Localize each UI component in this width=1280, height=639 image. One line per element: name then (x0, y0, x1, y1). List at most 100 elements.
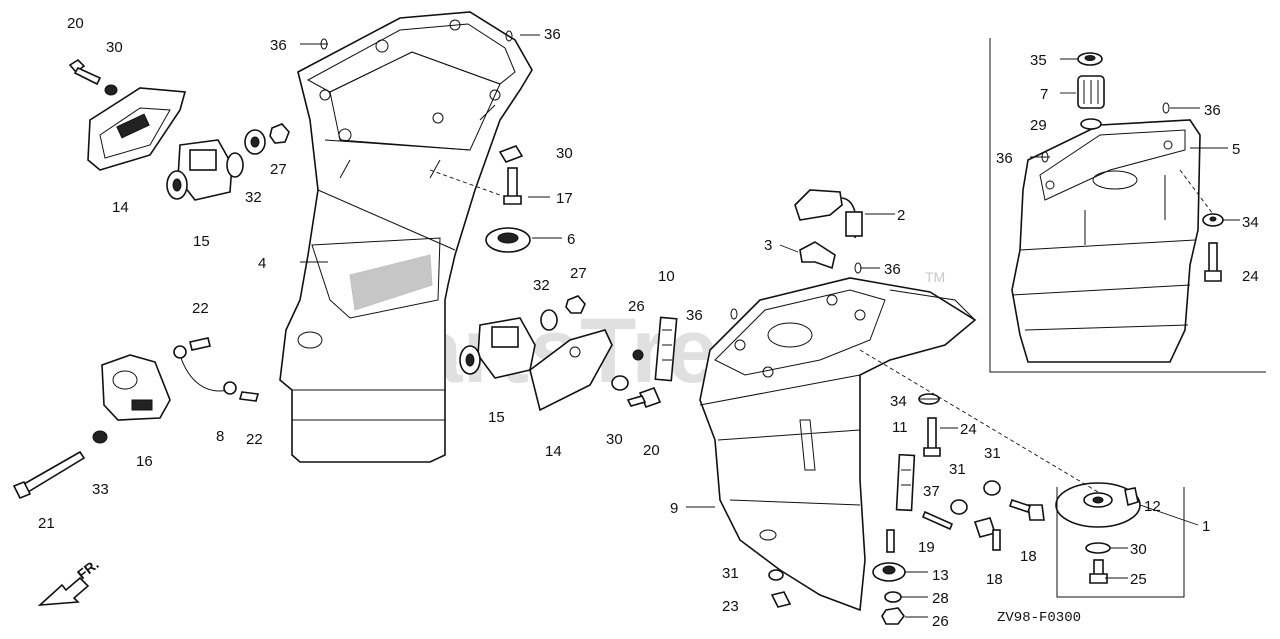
callout-32[interactable]: 32 (245, 189, 262, 206)
callout-17[interactable]: 17 (556, 190, 573, 207)
callout-13[interactable]: 13 (932, 567, 949, 584)
bolt-22-a[interactable] (189, 337, 211, 351)
speedometer-pickup-2[interactable] (794, 189, 863, 239)
callout-30[interactable]: 30 (106, 39, 123, 56)
bolt-24-right[interactable] (1204, 242, 1222, 282)
callout-30[interactable]: 30 (606, 431, 623, 448)
washer-34-right[interactable] (1202, 213, 1224, 227)
pin-36-d[interactable] (730, 308, 738, 320)
callout-26[interactable]: 26 (932, 613, 949, 630)
mount-cover-16[interactable] (101, 354, 171, 421)
washer-31-a[interactable] (950, 499, 968, 515)
callout-24[interactable]: 24 (960, 421, 977, 438)
callout-36[interactable]: 36 (884, 261, 901, 278)
washer-33[interactable] (92, 430, 108, 444)
bolt-20-mid[interactable] (626, 386, 662, 409)
callout-25[interactable]: 25 (1130, 571, 1147, 588)
extension-case[interactable] (279, 11, 533, 463)
callout-10[interactable]: 10 (658, 268, 675, 285)
bolt-23[interactable] (770, 591, 792, 608)
callout-15[interactable]: 15 (488, 409, 505, 426)
callout-27[interactable]: 27 (270, 161, 287, 178)
callout-33[interactable]: 33 (92, 481, 109, 498)
washer-29[interactable] (1080, 118, 1102, 130)
callout-18[interactable]: 18 (986, 571, 1003, 588)
washer-30-bottom[interactable] (1085, 542, 1111, 554)
callout-9[interactable]: 9 (670, 500, 678, 517)
callout-23[interactable]: 23 (722, 598, 739, 615)
mount-15-top[interactable] (166, 139, 244, 201)
water-screen-13[interactable] (872, 562, 906, 582)
bracket-14-top[interactable] (87, 87, 187, 171)
washer-30-top[interactable] (104, 84, 118, 96)
callout-37[interactable]: 37 (923, 483, 940, 500)
rubber-10[interactable] (654, 316, 678, 382)
callout-36[interactable]: 36 (1204, 102, 1221, 119)
callout-30[interactable]: 30 (1130, 541, 1147, 558)
upper-cover-5[interactable] (1011, 119, 1201, 363)
bolt-20-top[interactable] (68, 58, 102, 86)
nut-27-top[interactable] (269, 123, 290, 144)
washer-31-c[interactable] (768, 569, 784, 581)
callout-18[interactable]: 18 (1020, 548, 1037, 565)
callout-22[interactable]: 22 (246, 431, 263, 448)
nut-35[interactable] (1077, 52, 1103, 66)
callout-36[interactable]: 36 (544, 26, 561, 43)
bolt-24-mid[interactable] (923, 417, 941, 457)
washer-26-mid[interactable] (632, 349, 644, 361)
callout-34[interactable]: 34 (1242, 214, 1259, 231)
bolt-18-b[interactable] (1008, 498, 1045, 521)
bolt-18-a[interactable] (973, 517, 1001, 551)
callout-36[interactable]: 36 (270, 37, 287, 54)
callout-4[interactable]: 4 (258, 255, 266, 272)
bracket-14-mid[interactable] (529, 329, 613, 412)
callout-20[interactable]: 20 (67, 15, 84, 32)
callout-2[interactable]: 2 (897, 207, 905, 224)
callout-31[interactable]: 31 (984, 445, 1001, 462)
callout-22[interactable]: 22 (192, 300, 209, 317)
nut-26-bottom[interactable] (881, 607, 905, 625)
callout-29[interactable]: 29 (1030, 117, 1047, 134)
callout-6[interactable]: 6 (567, 231, 575, 248)
bolt-19[interactable] (921, 510, 954, 531)
callout-7[interactable]: 7 (1040, 86, 1048, 103)
callout-8[interactable]: 8 (216, 428, 224, 445)
callout-14[interactable]: 14 (112, 199, 129, 216)
callout-32[interactable]: 32 (533, 277, 550, 294)
callout-11[interactable]: 11 (892, 419, 908, 436)
callout-31[interactable]: 31 (722, 565, 739, 582)
ground-wire-8[interactable] (173, 345, 237, 395)
stud-37[interactable] (886, 529, 895, 553)
callout-36[interactable]: 36 (686, 307, 703, 324)
callout-5[interactable]: 5 (1232, 141, 1240, 158)
washer-30-mid[interactable] (611, 375, 629, 391)
bolt-17[interactable] (503, 167, 522, 205)
callout-24[interactable]: 24 (1242, 268, 1259, 285)
callout-12[interactable]: 12 (1144, 498, 1161, 515)
grommet-30-mid[interactable] (498, 145, 524, 163)
bolt-22-b[interactable] (238, 391, 260, 402)
callout-21[interactable]: 21 (38, 515, 55, 532)
callout-3[interactable]: 3 (764, 237, 772, 254)
grommet-6[interactable] (485, 227, 531, 253)
callout-36[interactable]: 36 (996, 150, 1013, 167)
callout-31[interactable]: 31 (949, 461, 966, 478)
washer-28[interactable] (884, 591, 902, 603)
pickup-bracket-3[interactable] (799, 241, 836, 270)
gear-case[interactable] (699, 277, 977, 612)
callout-14[interactable]: 14 (545, 443, 562, 460)
callout-19[interactable]: 19 (918, 539, 935, 556)
bolt-25[interactable] (1089, 559, 1108, 584)
callout-30[interactable]: 30 (556, 145, 573, 162)
washer-32-top[interactable] (244, 129, 266, 155)
callout-1[interactable]: 1 (1202, 518, 1210, 535)
washer-32-mid[interactable] (540, 309, 558, 331)
callout-35[interactable]: 35 (1030, 52, 1047, 69)
callout-28[interactable]: 28 (932, 590, 949, 607)
bushing-7[interactable] (1077, 75, 1105, 109)
water-pump-12[interactable] (1055, 482, 1141, 528)
callout-34[interactable]: 34 (890, 393, 907, 410)
washer-31-b[interactable] (983, 480, 1001, 496)
callout-16[interactable]: 16 (136, 453, 153, 470)
pin-36-b[interactable] (505, 30, 513, 42)
